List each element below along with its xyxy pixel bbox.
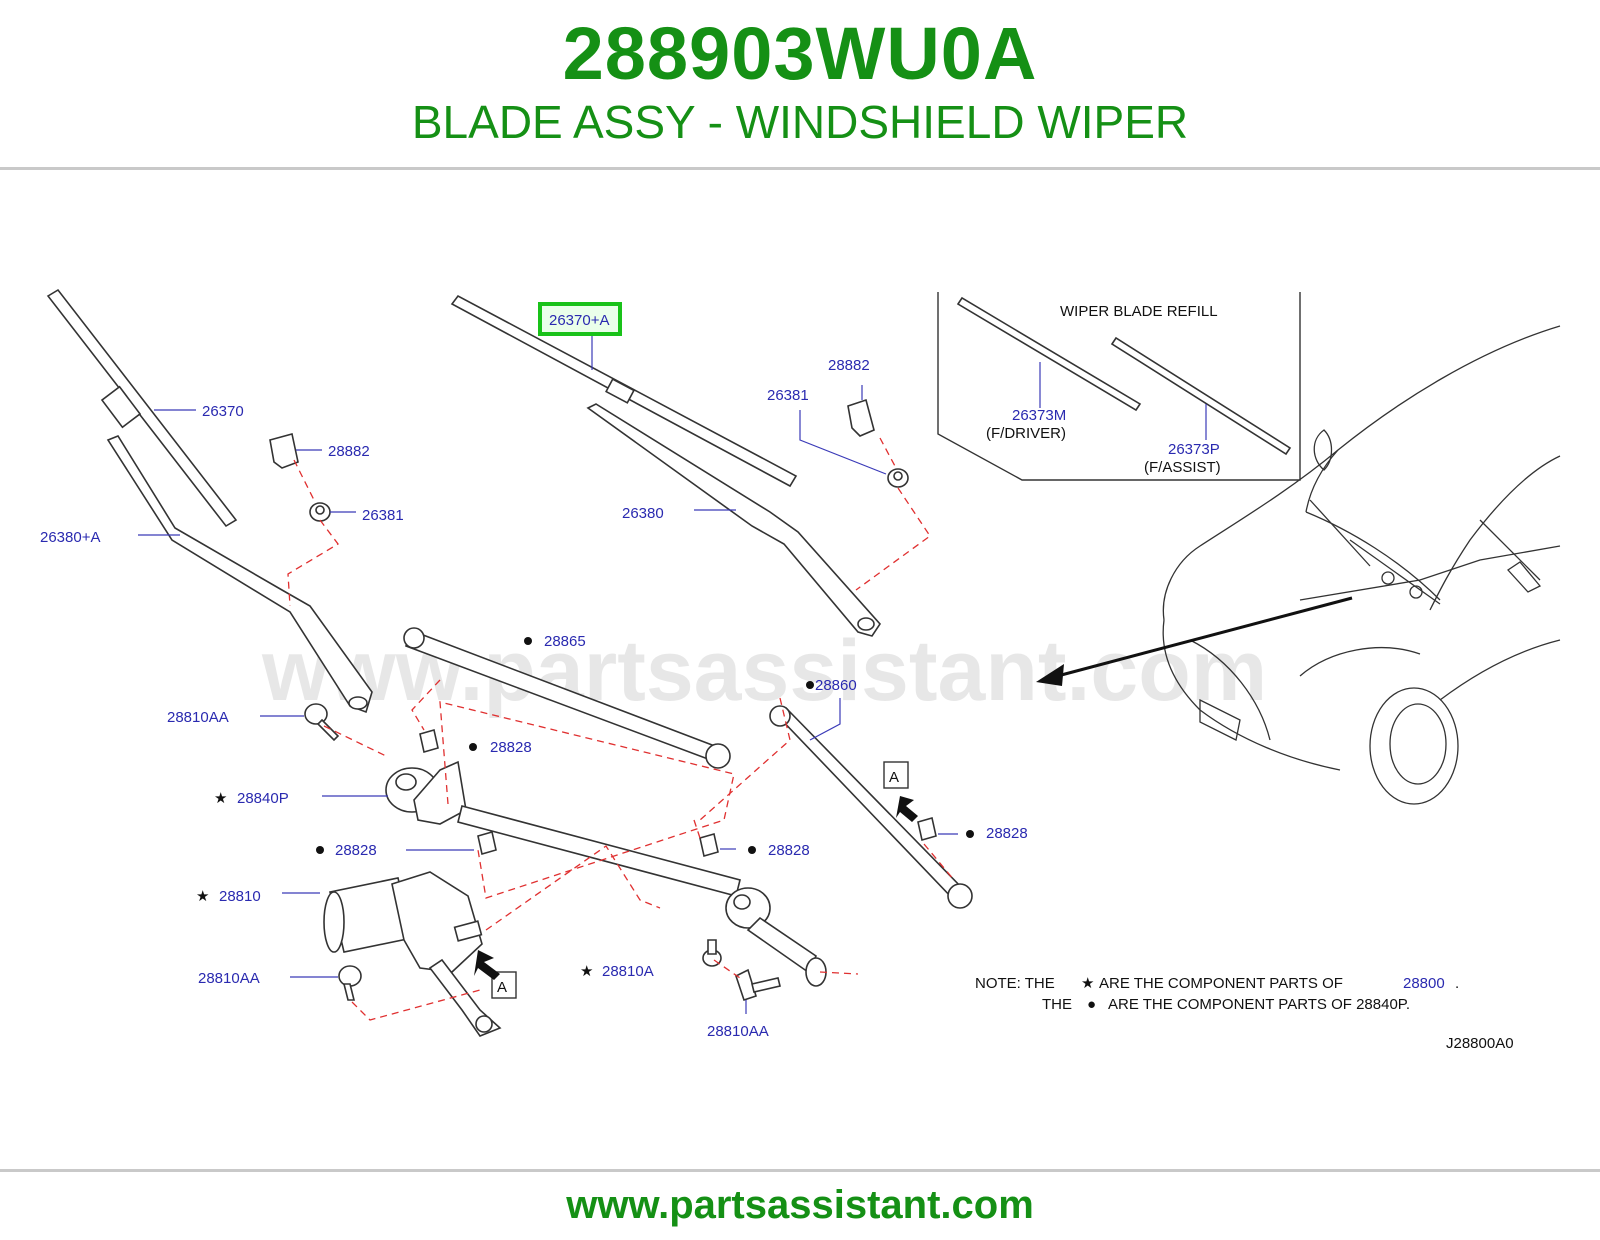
refill-assist-note: (F/ASSIST) [1144,459,1221,476]
part-description: BLADE ASSY - WINDSHIELD WIPER [411,96,1189,148]
bushing-28828-4[interactable] [917,816,937,842]
refill-inset: WIPER BLADE REFILL 26373M (F/DRIVER) 263… [937,292,1301,481]
label-26373p[interactable]: 26373P [1168,441,1220,458]
wiper-blade-center[interactable] [450,294,798,488]
svg-text:A: A [889,769,899,786]
label-26381-right[interactable]: 26381 [767,387,809,404]
view-arrow-a-right: A [883,761,918,822]
label-28882-left[interactable]: 28882 [328,443,370,460]
label-26380a[interactable]: 26380+A [40,529,100,546]
refill-assist-strip[interactable] [1110,336,1292,456]
note-block: NOTE: THE ★ ARE THE COMPONENT PARTS OF 2… [975,975,1514,1052]
note-line1-start: NOTE: THE [975,975,1055,992]
pivot-cap-left[interactable] [269,433,299,469]
label-26370a: 26370+A [549,312,609,329]
diagram-code: J28800A0 [1446,1035,1514,1052]
nut-left[interactable] [309,502,331,522]
pivot-cap-right[interactable] [847,398,875,437]
note-line2-start: THE [1042,996,1072,1013]
bushing-28828-1[interactable] [419,728,439,754]
footer-url[interactable]: www.partsassistant.com [566,1183,1034,1227]
label-28828-2[interactable]: 28828 [335,842,377,859]
nut-right[interactable] [887,468,909,488]
label-28882-right[interactable]: 28882 [828,357,870,374]
bolt-28810a[interactable] [702,939,722,967]
link-rod-28860[interactable] [769,705,973,909]
header-divider [0,167,1600,170]
note-line1-end: . [1455,975,1459,992]
label-28865[interactable]: 28865 [544,633,586,650]
label-26373m[interactable]: 26373M [1012,407,1066,424]
refill-title: WIPER BLADE REFILL [1060,303,1218,320]
label-leaders [138,336,958,1014]
label-26380[interactable]: 26380 [622,505,664,522]
part-labels: 26370 28882 26381 26380+A 28882 26381 26… [40,357,1028,1040]
label-28810aa-top[interactable]: 28810AA [167,709,229,726]
note-dot: ● [1087,996,1096,1013]
star-28810: ★ [196,888,209,905]
car-illustration [1036,325,1561,805]
label-28810aa-bottom[interactable]: 28810AA [198,970,260,987]
note-line1-part[interactable]: 28800 [1403,975,1445,992]
bullet-markers [316,637,974,854]
highlighted-part-26370a[interactable]: 26370+A [538,302,622,336]
bolt-28810aa-bottom[interactable] [338,965,362,1001]
refill-driver-strip[interactable] [956,296,1142,412]
assembly-guide-lines [287,437,955,1021]
refill-driver-note: (F/DRIVER) [986,425,1066,442]
label-28860[interactable]: 28860 [815,677,857,694]
star-28810a: ★ [580,963,593,980]
label-28840p[interactable]: 28840P [237,790,289,807]
note-line1-mid: ARE THE COMPONENT PARTS OF [1099,975,1343,992]
bolt-28810aa-top[interactable] [304,703,340,742]
wiper-motor[interactable] [323,871,502,1037]
note-star: ★ [1081,975,1094,992]
wiper-arm-left[interactable] [106,435,373,714]
bushing-28828-2[interactable] [477,830,497,856]
label-26370[interactable]: 26370 [202,403,244,420]
star-28840p: ★ [214,790,227,807]
view-arrow-a-motor: A [474,950,517,999]
label-28810a[interactable]: 28810A [602,963,654,980]
wiper-arm-right[interactable] [586,403,882,637]
svg-text:A: A [497,979,507,996]
link-rod-28865[interactable] [403,627,731,769]
label-28810[interactable]: 28810 [219,888,261,905]
bolt-28810aa-right[interactable] [735,968,781,1002]
label-28828-3[interactable]: 28828 [768,842,810,859]
label-28828-1[interactable]: 28828 [490,739,532,756]
footer-divider [0,1169,1600,1172]
label-26381-left[interactable]: 26381 [362,507,404,524]
header: 288903WU0A BLADE ASSY - WINDSHIELD WIPER [0,0,1600,168]
part-number-title: 288903WU0A [562,12,1038,95]
label-28828-4[interactable]: 28828 [986,825,1028,842]
label-28810aa-right[interactable]: 28810AA [707,1023,769,1040]
bushing-28828-3[interactable] [699,832,719,858]
note-line2-mid: ARE THE COMPONENT PARTS OF 28840P. [1108,996,1410,1013]
wiper-blade-left[interactable] [46,288,238,528]
